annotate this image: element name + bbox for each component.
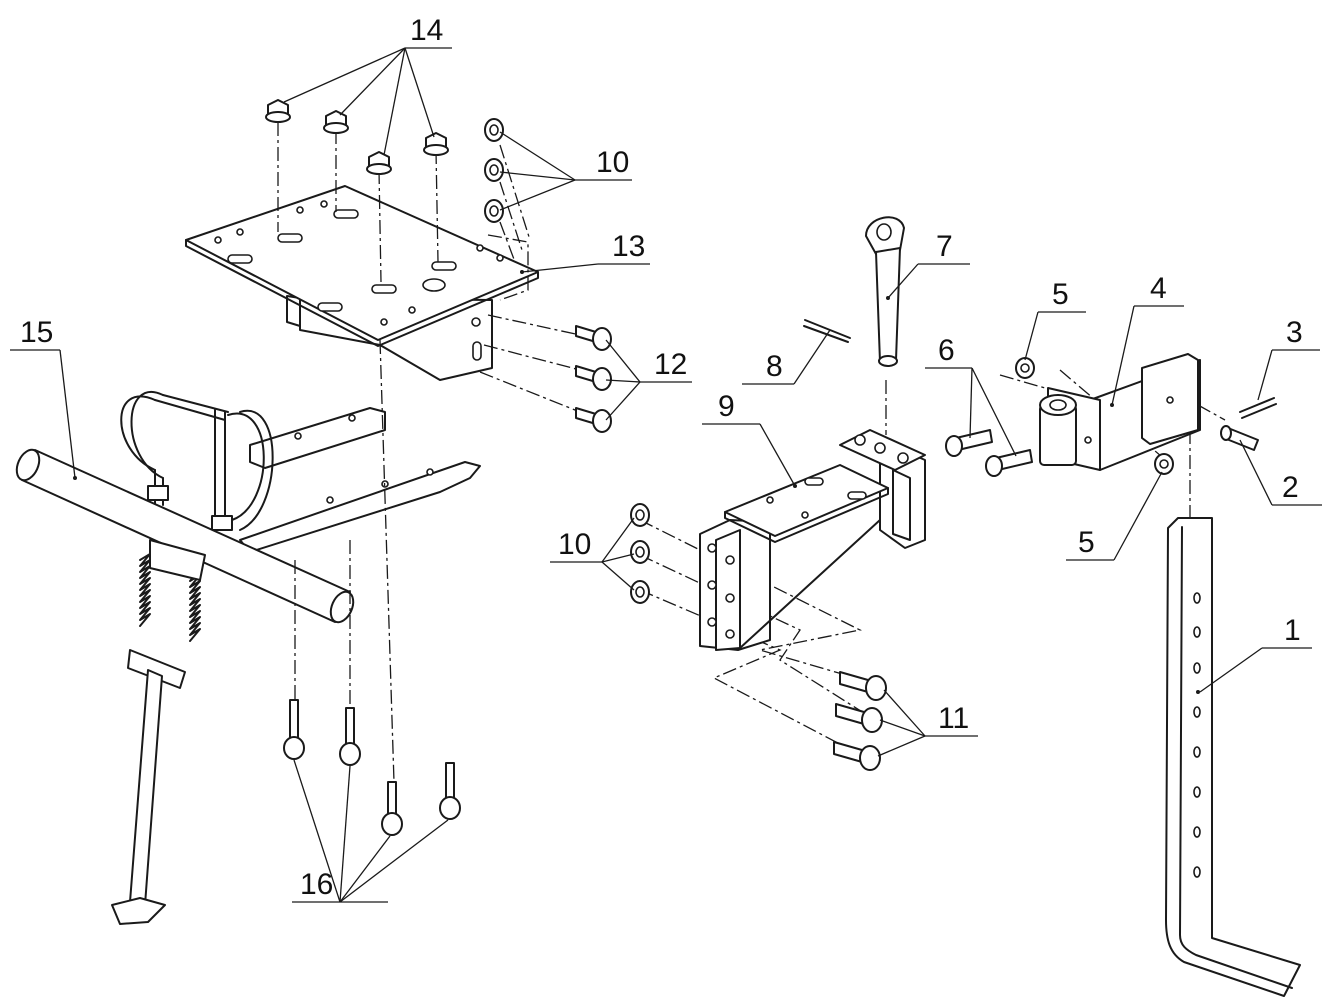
callout-6: 6: [938, 334, 955, 367]
callout-5-upper: 5: [1052, 278, 1069, 311]
part-3-clip: [1239, 397, 1277, 419]
part-15-frame-assembly: [15, 391, 481, 925]
part-2-pin: [1220, 425, 1259, 451]
callout-15: 15: [20, 316, 53, 349]
callout-8: 8: [766, 350, 783, 383]
part-16-bolts: [283, 699, 461, 836]
callout-1: 1: [1284, 614, 1301, 647]
part-1-shank: [1165, 517, 1301, 997]
callout-16: 16: [300, 868, 333, 901]
part-12-bolts: [575, 325, 612, 433]
callout-2: 2: [1282, 471, 1299, 504]
part-6-bolts: [945, 429, 1033, 477]
callout-10-upper: 10: [596, 146, 629, 179]
callout-10-lower: 10: [558, 528, 591, 561]
part-5-nuts: [1015, 357, 1174, 475]
callout-3: 3: [1286, 316, 1303, 349]
part-7-pin: [865, 216, 905, 367]
callout-12: 12: [654, 348, 687, 381]
callout-4: 4: [1150, 272, 1167, 305]
part-9-hitch-bracket: [699, 429, 926, 651]
callout-5-lower: 5: [1078, 526, 1095, 559]
callout-9: 9: [718, 390, 735, 423]
leader-lines: [10, 47, 1322, 903]
part-8-clip: [803, 319, 851, 343]
part-13-mounting-plate: [185, 185, 539, 381]
callout-14: 14: [410, 14, 443, 47]
callout-7: 7: [936, 230, 953, 263]
part-11-bolts: [833, 671, 887, 771]
callout-11: 11: [938, 702, 969, 735]
part-10-washers-upper: [484, 118, 504, 223]
callout-13: 13: [612, 230, 645, 263]
callout-labels: 14 10 13 7 12 8 9 5 4 3 6 2 5 10 1 11 15…: [20, 14, 1303, 901]
part-14-flange-nuts: [265, 99, 449, 175]
part-4-hitch-tube: [1039, 353, 1201, 471]
part-10-washers-lower: [630, 503, 650, 604]
